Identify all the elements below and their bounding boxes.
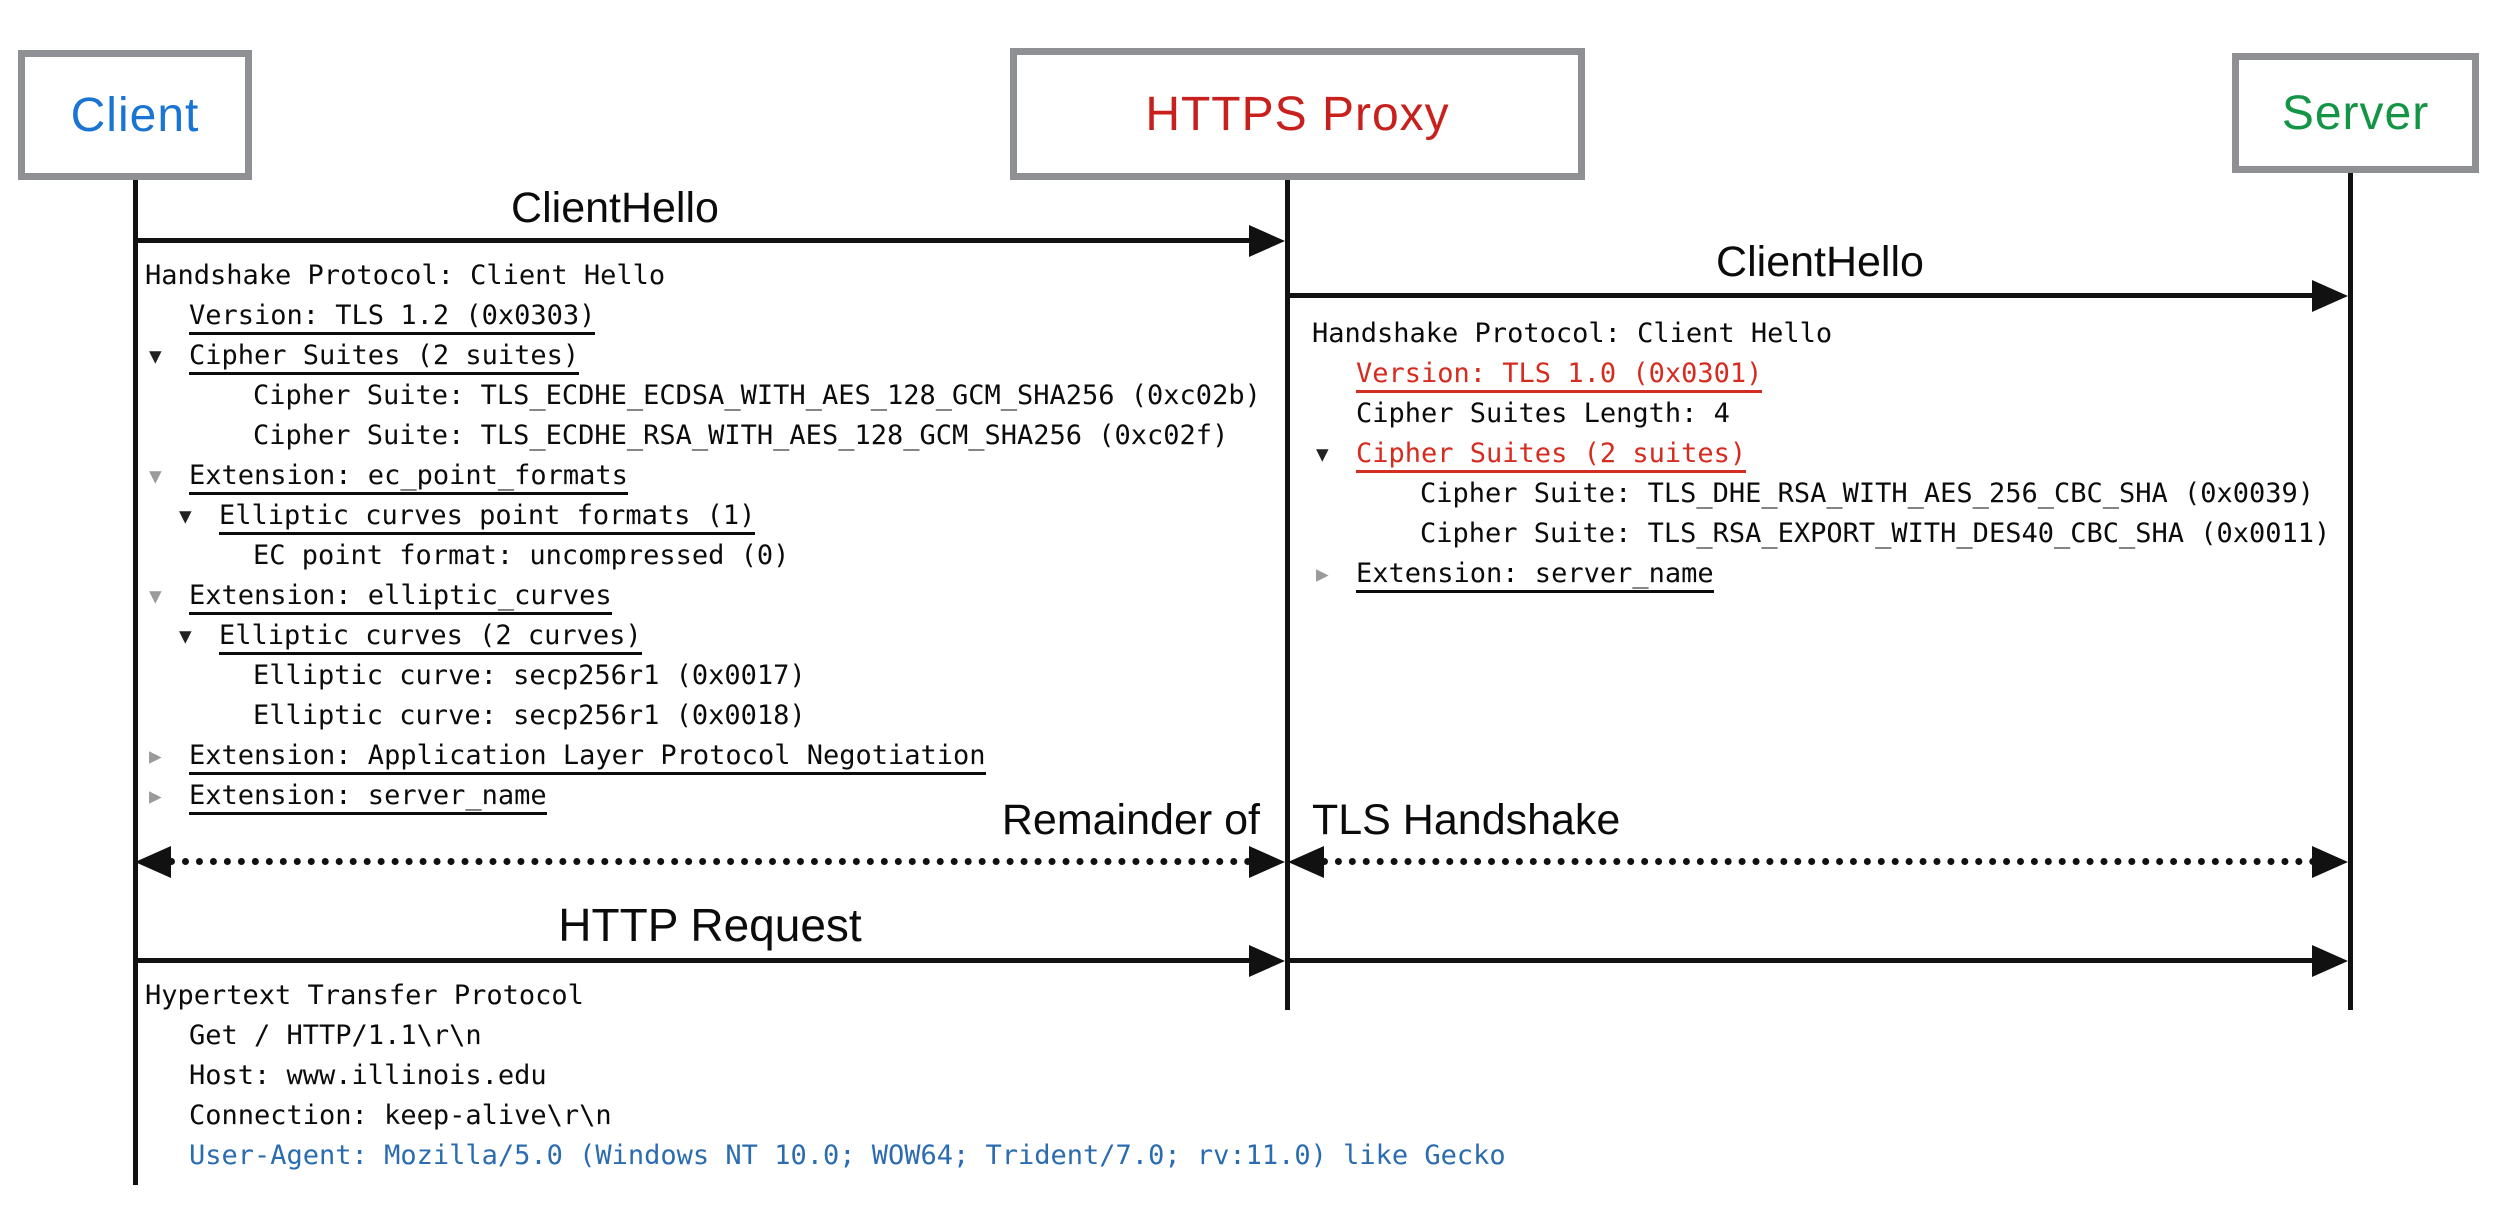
packet-line: EC point format: uncompressed (0) <box>145 536 1261 576</box>
arrowhead-right-icon <box>1249 945 1285 977</box>
packet-line: ▼ Cipher Suites (2 suites) <box>145 336 1261 376</box>
https-proxy-actor-label: HTTPS Proxy <box>1145 87 1450 141</box>
packet-line: Get / HTTP/1.1\r\n <box>145 1016 1506 1056</box>
packet-field-text: Cipher Suites (2 suites) <box>1356 438 1747 473</box>
packet-line: Host: www.illinois.edu <box>145 1056 1506 1096</box>
arrowhead-right-icon <box>2312 280 2348 312</box>
collapse-triangle-icon: ▼ <box>179 504 192 528</box>
packet-line: Elliptic curve: secp256r1 (0x0018) <box>145 696 1261 736</box>
server-lifeline <box>2348 171 2353 1010</box>
packet-field-text: EC point format: uncompressed (0) <box>253 540 790 571</box>
expand-triangle-icon: ▶ <box>149 744 162 768</box>
packet-line: Cipher Suite: TLS_DHE_RSA_WITH_AES_256_C… <box>1312 474 2330 514</box>
arrowhead-left-icon <box>1288 846 1324 878</box>
packet-field-text: Host: www.illinois.edu <box>189 1060 547 1091</box>
packet-field-text: Version: TLS 1.2 (0x0303) <box>189 300 596 335</box>
arrowhead-right-icon <box>2312 945 2348 977</box>
proxy-lifeline <box>1285 178 1290 1010</box>
client-actor-label: Client <box>70 88 200 142</box>
packet-field-text: Extension: server_name <box>189 780 547 815</box>
packet-line: ▼ Extension: ec_point_formats <box>145 456 1261 496</box>
packet-line: Handshake Protocol: Client Hello <box>145 256 1261 296</box>
http-request-left-arrow-line <box>135 958 1253 963</box>
packet-line: Connection: keep-alive\r\n <box>145 1096 1506 1136</box>
packet-line: ▶ Extension: Application Layer Protocol N… <box>145 736 1261 776</box>
packet-field-text: Extension: elliptic_curves <box>189 580 612 615</box>
packet-field-text: Elliptic curves (2 curves) <box>219 620 642 655</box>
packet-field-text: Connection: keep-alive\r\n <box>189 1100 612 1131</box>
packet-field-text: Elliptic curve: secp256r1 (0x0017) <box>253 660 806 691</box>
collapse-triangle-icon: ▼ <box>149 344 162 368</box>
packet-field-text: Get / HTTP/1.1\r\n <box>189 1020 482 1051</box>
packet-field-text: Version: TLS 1.0 (0x0301) <box>1356 358 1763 393</box>
collapse-triangle-icon: ▼ <box>149 464 162 488</box>
packet-line: Version: TLS 1.2 (0x0303) <box>145 296 1261 336</box>
packet-field-text: Cipher Suite: TLS_ECDHE_ECDSA_WITH_AES_1… <box>253 380 1261 411</box>
server-actor-box: Server <box>2232 53 2479 173</box>
packet-field-text: Handshake Protocol: Client Hello <box>1312 318 1833 349</box>
packet-line: ▶ Extension: server_name <box>1312 554 2330 594</box>
expand-triangle-icon: ▶ <box>149 784 162 808</box>
packet-field-text: Cipher Suites Length: 4 <box>1356 398 1730 429</box>
http-request-label: HTTP Request <box>558 899 862 951</box>
packet-field-text: Extension: ec_point_formats <box>189 460 628 495</box>
client-hello-left-arrow-line <box>135 238 1253 243</box>
packet-field-text: Elliptic curve: secp256r1 (0x0018) <box>253 700 806 731</box>
packet-field-text: Cipher Suite: TLS_DHE_RSA_WITH_AES_256_C… <box>1420 478 2315 509</box>
tls-remainder-left-dotted-line <box>168 858 1252 865</box>
packet-field-text: Handshake Protocol: Client Hello <box>145 260 666 291</box>
packet-field-text: Hypertext Transfer Protocol <box>145 980 584 1011</box>
packet-line: ▼ Extension: elliptic_curves <box>145 576 1261 616</box>
packet-line: User-Agent: Mozilla/5.0 (Windows NT 10.0… <box>145 1136 1506 1176</box>
packet-field-text: Cipher Suites (2 suites) <box>189 340 580 375</box>
arrowhead-right-icon <box>2312 846 2348 878</box>
tls-handshake-label: TLS Handshake <box>1312 796 1621 844</box>
packet-line: Cipher Suite: TLS_RSA_EXPORT_WITH_DES40_… <box>1312 514 2330 554</box>
arrowhead-left-icon <box>135 846 171 878</box>
client-lifeline <box>133 178 138 1185</box>
client-hello-right-label: ClientHello <box>1716 238 1924 286</box>
packet-line: Cipher Suite: TLS_ECDHE_RSA_WITH_AES_128… <box>145 416 1261 456</box>
client-hello-right-arrow-line <box>1288 293 2316 298</box>
packet-line: Cipher Suite: TLS_ECDHE_ECDSA_WITH_AES_1… <box>145 376 1261 416</box>
packet-line: ▼ Elliptic curves point formats (1) <box>145 496 1261 536</box>
packet-line: ▶ Extension: server_name <box>145 776 1261 816</box>
server-actor-label: Server <box>2281 86 2430 140</box>
remainder-of-label: Remainder of <box>1001 796 1260 844</box>
packet-line: Cipher Suites Length: 4 <box>1312 394 2330 434</box>
packet-line: Version: TLS 1.0 (0x0301) <box>1312 354 2330 394</box>
packet-line: Handshake Protocol: Client Hello <box>1312 314 2330 354</box>
packet-field-text: Extension: server_name <box>1356 558 1714 593</box>
arrowhead-right-icon <box>1249 846 1285 878</box>
packet-line: ▼ Elliptic curves (2 curves) <box>145 616 1261 656</box>
collapse-triangle-icon: ▼ <box>1316 442 1329 466</box>
packet-line: ▼ Cipher Suites (2 suites) <box>1312 434 2330 474</box>
client-hello-left-label: ClientHello <box>511 184 719 232</box>
packet-field-text: Cipher Suite: TLS_RSA_EXPORT_WITH_DES40_… <box>1420 518 2331 549</box>
tls-remainder-right-dotted-line <box>1321 858 2317 865</box>
collapse-triangle-icon: ▼ <box>149 584 162 608</box>
collapse-triangle-icon: ▼ <box>179 624 192 648</box>
packet-field-text: Extension: Application Layer Protocol Ne… <box>189 740 986 775</box>
packet-field-text: User-Agent: Mozilla/5.0 (Windows NT 10.0… <box>189 1140 1506 1171</box>
client-actor-box: Client <box>18 50 252 180</box>
packet-line: Elliptic curve: secp256r1 (0x0017) <box>145 656 1261 696</box>
packet-line: Hypertext Transfer Protocol <box>145 976 1506 1016</box>
packet-field-text: Elliptic curves point formats (1) <box>219 500 756 535</box>
expand-triangle-icon: ▶ <box>1316 562 1329 586</box>
arrowhead-right-icon <box>1249 225 1285 257</box>
packet-field-text: Cipher Suite: TLS_ECDHE_RSA_WITH_AES_128… <box>253 420 1229 451</box>
https-proxy-actor-box: HTTPS Proxy <box>1010 48 1585 180</box>
http-request-right-arrow-line <box>1288 958 2316 963</box>
